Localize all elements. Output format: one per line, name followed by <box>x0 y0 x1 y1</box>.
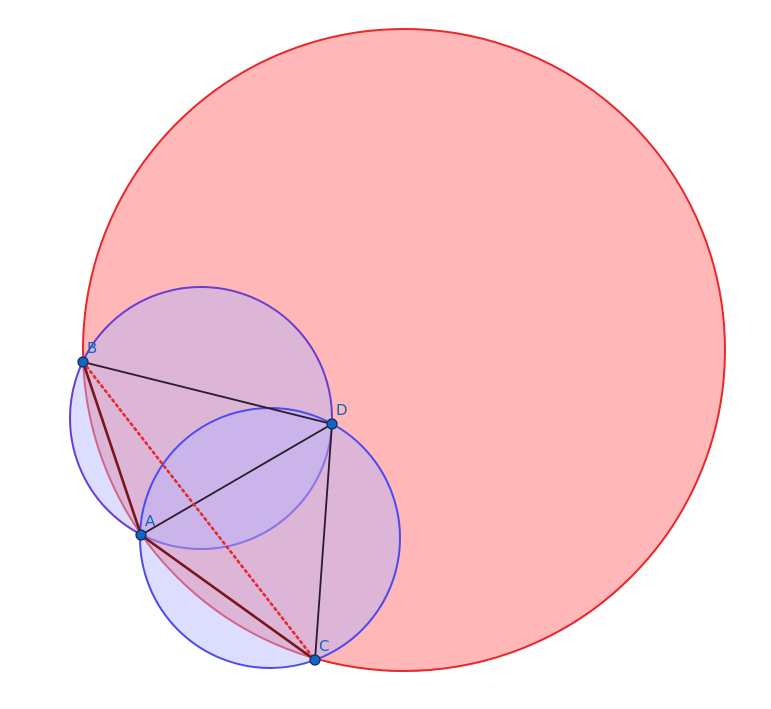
point-b-label: B <box>87 339 97 357</box>
point-a-label: A <box>145 512 156 530</box>
point-c-label: C <box>319 637 329 655</box>
point-a-dot[interactable] <box>135 529 147 541</box>
circle-big[interactable] <box>82 28 726 672</box>
point-c-dot[interactable] <box>309 654 321 666</box>
point-a[interactable]: A <box>135 512 156 541</box>
segment-bd[interactable] <box>82 361 333 425</box>
segment-ba[interactable] <box>81 361 143 536</box>
point-d[interactable]: D <box>326 401 348 430</box>
point-d-label: D <box>336 401 348 419</box>
point-b[interactable]: B <box>77 339 97 368</box>
segment-ad[interactable] <box>140 423 333 536</box>
point-d-dot[interactable] <box>326 418 338 430</box>
circle-abd[interactable] <box>69 286 333 550</box>
segment-bc-dotted[interactable] <box>81 360 317 662</box>
point-c[interactable]: C <box>309 637 329 666</box>
segment-ac[interactable] <box>140 533 316 662</box>
point-b-dot[interactable] <box>77 356 89 368</box>
segment-dc[interactable] <box>314 423 333 661</box>
